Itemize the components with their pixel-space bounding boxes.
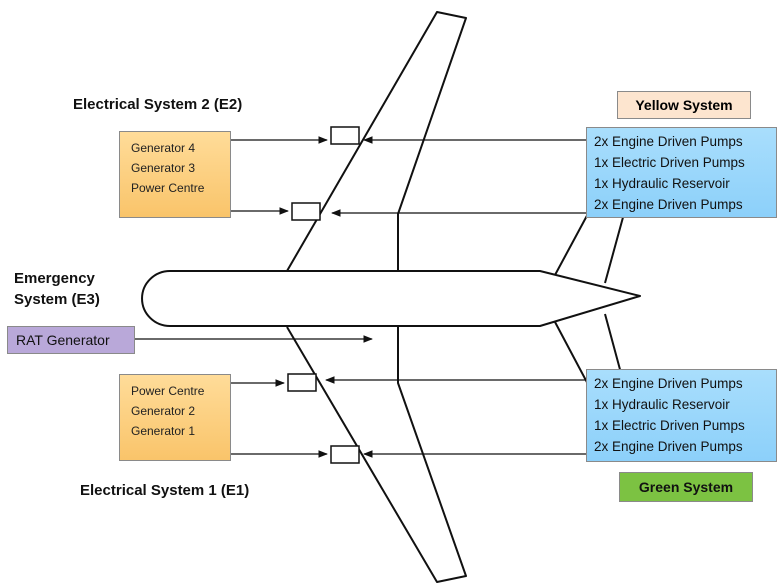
yellow-line-3: 1x Hydraulic Reservoir — [594, 176, 730, 191]
e1-generator-box: Power Centre Generator 2 Generator 1 — [119, 374, 231, 461]
e2-generator-box: Generator 4 Generator 3 Power Centre — [119, 131, 231, 218]
engine-4 — [330, 126, 360, 145]
yellow-line-1: 2x Engine Driven Pumps — [594, 134, 743, 149]
yellow-system-tag: Yellow System — [617, 91, 751, 119]
green-line-3: 1x Electric Driven Pumps — [594, 418, 745, 433]
upper-wing — [286, 11, 467, 272]
e2-line-power-centre: Power Centre — [131, 181, 205, 195]
yellow-line-2: 1x Electric Driven Pumps — [594, 155, 745, 170]
emergency-title-line2: System (E3) — [14, 291, 100, 308]
yellow-line-4: 2x Engine Driven Pumps — [594, 197, 743, 212]
engine-1 — [330, 445, 360, 464]
engine-3 — [291, 202, 321, 221]
e1-line-generator-1: Generator 1 — [131, 424, 196, 438]
upper-tailplane — [554, 209, 626, 284]
e2-line-generator-4: Generator 4 — [131, 141, 196, 155]
engine-2 — [287, 373, 317, 392]
yellow-system-box: 2x Engine Driven Pumps 1x Electric Drive… — [586, 127, 777, 218]
e2-title: Electrical System 2 (E2) — [73, 96, 243, 113]
e1-line-generator-2: Generator 2 — [131, 404, 196, 418]
e1-title: Electrical System 1 (E1) — [80, 482, 250, 499]
green-line-4: 2x Engine Driven Pumps — [594, 439, 743, 454]
green-line-1: 2x Engine Driven Pumps — [594, 376, 743, 391]
emergency-title: Emergency System (E3) — [14, 268, 100, 310]
e1-line-power-centre: Power Centre — [131, 384, 205, 398]
green-line-2: 1x Hydraulic Reservoir — [594, 397, 730, 412]
emergency-title-line1: Emergency — [14, 270, 95, 287]
fuselage — [141, 270, 641, 327]
e2-line-generator-3: Generator 3 — [131, 161, 196, 175]
rat-generator-box: RAT Generator — [7, 326, 135, 354]
green-system-box: 2x Engine Driven Pumps 1x Hydraulic Rese… — [586, 369, 777, 462]
green-system-tag: Green System — [619, 472, 753, 502]
